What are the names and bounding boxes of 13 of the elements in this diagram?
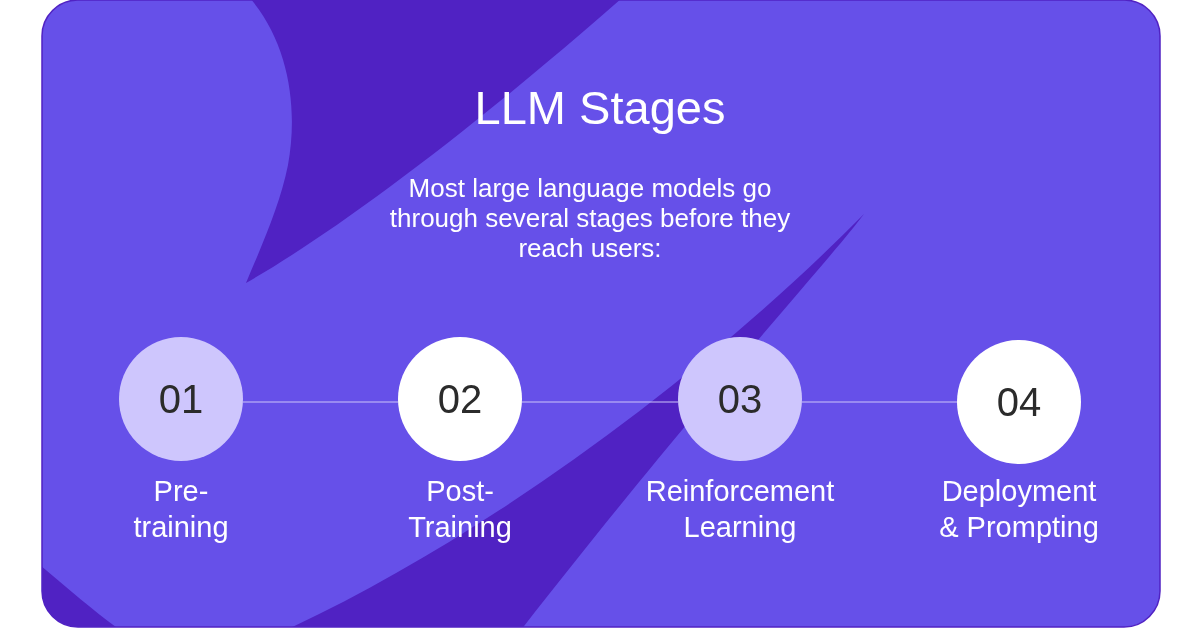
- step-label: Post- Training: [407, 474, 513, 545]
- step-label: Pre- training: [132, 474, 230, 545]
- connector-line: [242, 401, 399, 403]
- step-number: 03: [717, 376, 763, 422]
- step-label: Deployment & Prompting: [938, 474, 1100, 545]
- subtitle: Most large language models go through several stages before they reach users:: [388, 173, 792, 263]
- step-number: 04: [996, 379, 1042, 425]
- step-number: 02: [437, 376, 483, 422]
- step-number: 01: [158, 376, 204, 422]
- title: LLM Stages: [473, 80, 727, 136]
- connector-line: [801, 401, 958, 403]
- step-label: Reinforcement Learning: [644, 474, 836, 545]
- connector-line: [521, 401, 679, 403]
